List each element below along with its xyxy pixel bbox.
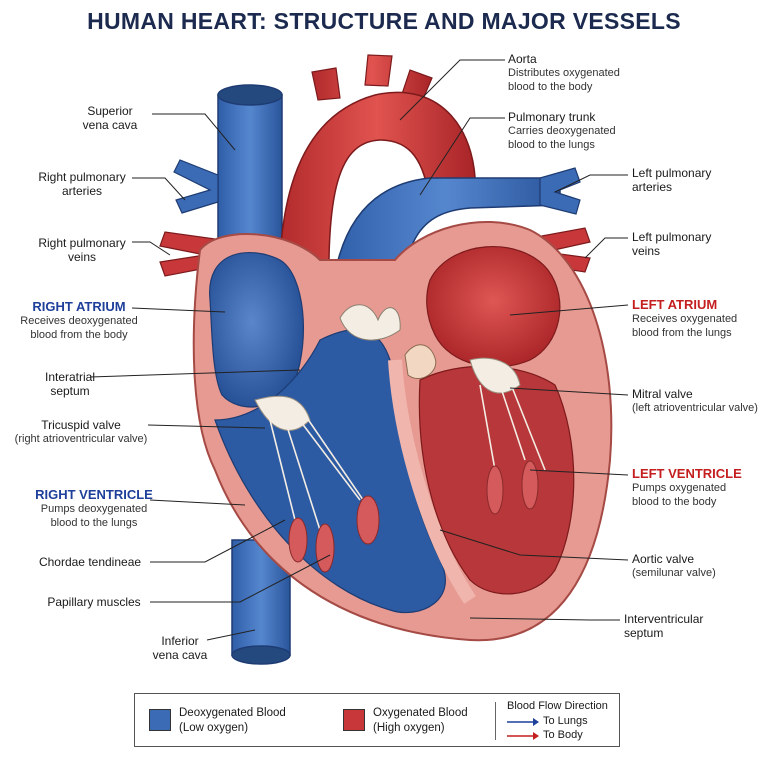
label-superior-vena-cava: Superior vena cava xyxy=(62,104,158,132)
label-left-ventricle: LEFT VENTRICLE Pumps oxygenated blood to… xyxy=(632,467,766,509)
ivc-opening xyxy=(231,645,291,665)
tricuspid-valve-shape xyxy=(254,395,311,431)
legend-oxygenated-sub: (High oxygen) xyxy=(373,722,445,734)
label-right-atrium-desc: Receives deoxygenated blood from the bod… xyxy=(20,315,138,341)
page-title: HUMAN HEART: STRUCTURE AND MAJOR VESSELS xyxy=(87,8,681,34)
aortic-valve-shape xyxy=(404,344,437,380)
label-right-atrium-title: RIGHT ATRIUM xyxy=(32,299,126,314)
legend-oxygenated-title: Oxygenated Blood xyxy=(373,707,468,719)
legend-deoxygenated-title: Deoxygenated Blood xyxy=(179,707,286,719)
pulmonary-valve xyxy=(339,304,401,341)
label-aortic-valve-title: Aortic valve xyxy=(632,552,695,566)
chordae-tendineae-lines xyxy=(269,381,546,531)
label-mitral-valve-desc: (left atrioventricular valve) xyxy=(632,402,758,414)
legend-oxygenated-text: Oxygenated Blood (High oxygen) xyxy=(373,706,468,736)
label-interatrial-septum: Interatrial septum xyxy=(30,370,110,398)
legend: Deoxygenated Blood (Low oxygen) Oxygenat… xyxy=(134,693,620,747)
label-papillary-muscles-text: Papillary muscles xyxy=(47,595,141,609)
label-mitral-valve-title: Mitral valve xyxy=(632,387,693,401)
leader-lines xyxy=(89,59,629,641)
label-right-ventricle-title: RIGHT VENTRICLE xyxy=(35,487,153,502)
label-tricuspid-valve-title: Tricuspid valve xyxy=(41,418,121,432)
label-left-pulmonary-veins: Left pulmonary veins xyxy=(632,230,752,258)
label-inferior-vena-cava-text: Inferior vena cava xyxy=(152,634,208,662)
left-pulmonary-arteries xyxy=(539,167,581,215)
label-right-ventricle: RIGHT VENTRICLE Pumps deoxygenated blood… xyxy=(24,488,164,530)
right-pulmonary-arteries xyxy=(173,159,219,214)
label-interventricular-septum: Interventricular septum xyxy=(624,612,754,640)
label-right-pulmonary-arteries: Right pulmonary arteries xyxy=(28,170,136,198)
label-pulmonary-trunk-desc: Carries deoxygenated blood to the lungs xyxy=(508,125,616,151)
label-papillary-muscles: Papillary muscles xyxy=(38,595,150,609)
interventricular-septum-band xyxy=(388,359,476,604)
label-aortic-valve-desc: (semilunar valve) xyxy=(632,567,716,579)
label-chordae-tendineae: Chordae tendineae xyxy=(30,555,150,569)
label-aorta-title: Aorta xyxy=(508,52,537,66)
label-aortic-valve: Aortic valve (semilunar valve) xyxy=(632,552,762,580)
label-tricuspid-valve: Tricuspid valve (right atrioventricular … xyxy=(6,418,156,446)
legend-divider xyxy=(495,702,496,740)
svc-opening xyxy=(217,84,283,106)
papillary-muscles-shapes xyxy=(288,460,539,573)
label-right-ventricle-desc: Pumps deoxygenated blood to the lungs xyxy=(40,503,148,529)
label-left-pulmonary-arteries-text: Left pulmonary arteries xyxy=(632,166,712,194)
label-left-ventricle-title: LEFT VENTRICLE xyxy=(632,466,742,481)
label-left-ventricle-desc: Pumps oxygenated blood to the body xyxy=(632,482,727,508)
legend-oxygenated-swatch xyxy=(343,709,365,731)
label-left-atrium: LEFT ATRIUM Receives oxygenated blood fr… xyxy=(632,298,762,340)
aortic-branches xyxy=(311,54,433,107)
label-right-atrium: RIGHT ATRIUM Receives deoxygenated blood… xyxy=(14,300,144,342)
to-lungs-arrow-icon xyxy=(507,718,539,726)
legend-deoxygenated-text: Deoxygenated Blood (Low oxygen) xyxy=(179,706,286,736)
label-inferior-vena-cava: Inferior vena cava xyxy=(148,634,212,662)
label-tricuspid-valve-desc: (right atrioventricular valve) xyxy=(14,433,148,445)
legend-deoxygenated-sub: (Low oxygen) xyxy=(179,722,249,734)
label-aorta: Aorta Distributes oxygenated blood to th… xyxy=(508,52,658,94)
label-superior-vena-cava-text: Superior vena cava xyxy=(82,104,138,132)
label-right-pulmonary-veins-text: Right pulmonary veins xyxy=(38,236,126,264)
label-chordae-tendineae-text: Chordae tendineae xyxy=(38,555,142,569)
label-right-pulmonary-arteries-text: Right pulmonary arteries xyxy=(38,170,126,198)
label-interventricular-septum-text: Interventricular septum xyxy=(624,612,704,640)
label-left-atrium-desc: Receives oxygenated blood from the lungs xyxy=(632,313,738,339)
label-left-pulmonary-arteries: Left pulmonary arteries xyxy=(632,166,752,194)
legend-to-body: To Body xyxy=(543,729,583,741)
label-aorta-desc: Distributes oxygenated blood to the body xyxy=(508,67,620,93)
label-pulmonary-trunk-title: Pulmonary trunk xyxy=(508,110,596,124)
legend-deoxygenated-swatch xyxy=(149,709,171,731)
legend-to-lungs: To Lungs xyxy=(543,715,588,727)
legend-flow-title: Blood Flow Direction xyxy=(507,700,608,712)
label-right-pulmonary-veins: Right pulmonary veins xyxy=(28,236,136,264)
mitral-valve-shape xyxy=(469,357,521,394)
label-interatrial-septum-text: Interatrial septum xyxy=(44,370,96,398)
label-left-atrium-title: LEFT ATRIUM xyxy=(632,297,718,312)
label-mitral-valve: Mitral valve (left atrioventricular valv… xyxy=(632,387,766,415)
left-atrium xyxy=(426,246,561,368)
label-pulmonary-trunk: Pulmonary trunk Carries deoxygenated blo… xyxy=(508,110,658,152)
label-left-pulmonary-veins-text: Left pulmonary veins xyxy=(632,230,712,258)
to-body-arrow-icon xyxy=(507,732,539,740)
